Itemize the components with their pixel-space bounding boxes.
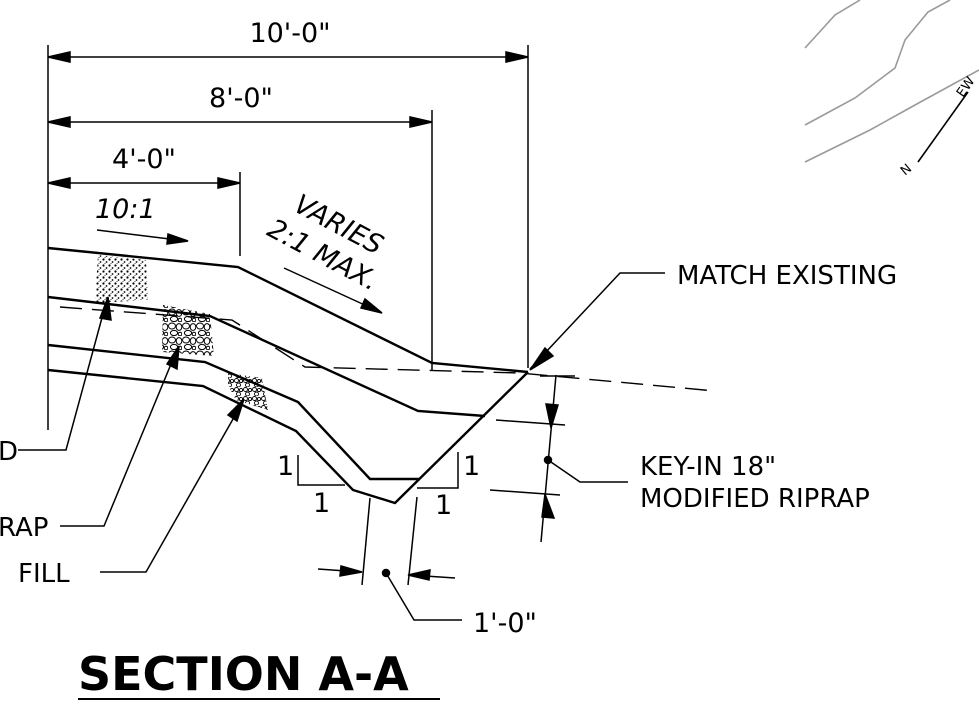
dimension-short: 4'-0" xyxy=(112,144,176,175)
plan-view-linework xyxy=(804,0,979,163)
side-slope-text: VARIES 2:1 MAX. xyxy=(262,189,388,298)
left-run-label: 1 xyxy=(313,488,330,519)
left-callout-leaders xyxy=(18,296,245,573)
left-label-2: RAP xyxy=(0,513,48,543)
bedding-hatch xyxy=(228,373,268,410)
match-existing-label: MATCH EXISTING xyxy=(677,261,897,291)
extension-lines xyxy=(47,45,529,430)
dimension-lines xyxy=(47,51,529,189)
bottom-width-dimension xyxy=(317,496,462,621)
section-profile xyxy=(47,246,529,505)
key-in-dimension xyxy=(489,374,628,543)
bottom-width-label: 1'-0" xyxy=(473,608,537,639)
right-rise-label: 1 xyxy=(463,451,480,482)
existing-ground-line xyxy=(59,306,716,392)
match-existing-leader xyxy=(529,272,665,371)
plan-view-leader: N EW xyxy=(898,74,979,179)
left-label-1: D xyxy=(0,437,18,467)
key-in-label-line2: MODIFIED RIPRAP xyxy=(640,484,870,514)
svg-text:EW: EW xyxy=(954,74,978,100)
slope-triangles xyxy=(297,452,459,489)
svg-text:N: N xyxy=(898,161,915,179)
topsoil-hatch xyxy=(95,255,148,303)
flat-slope-arrow xyxy=(96,229,189,245)
key-in-label-line1: KEY-IN 18" xyxy=(640,452,776,482)
flat-slope-label: 10:1 xyxy=(95,194,156,225)
side-slope-arrow xyxy=(283,267,383,314)
right-run-label: 1 xyxy=(435,490,452,521)
dimension-middle: 8'-0" xyxy=(209,83,273,114)
dimension-overall: 10'-0" xyxy=(249,18,330,49)
section-title: SECTION A-A xyxy=(78,647,409,701)
left-label-3: FILL xyxy=(18,559,70,589)
left-rise-label: 1 xyxy=(277,451,294,482)
